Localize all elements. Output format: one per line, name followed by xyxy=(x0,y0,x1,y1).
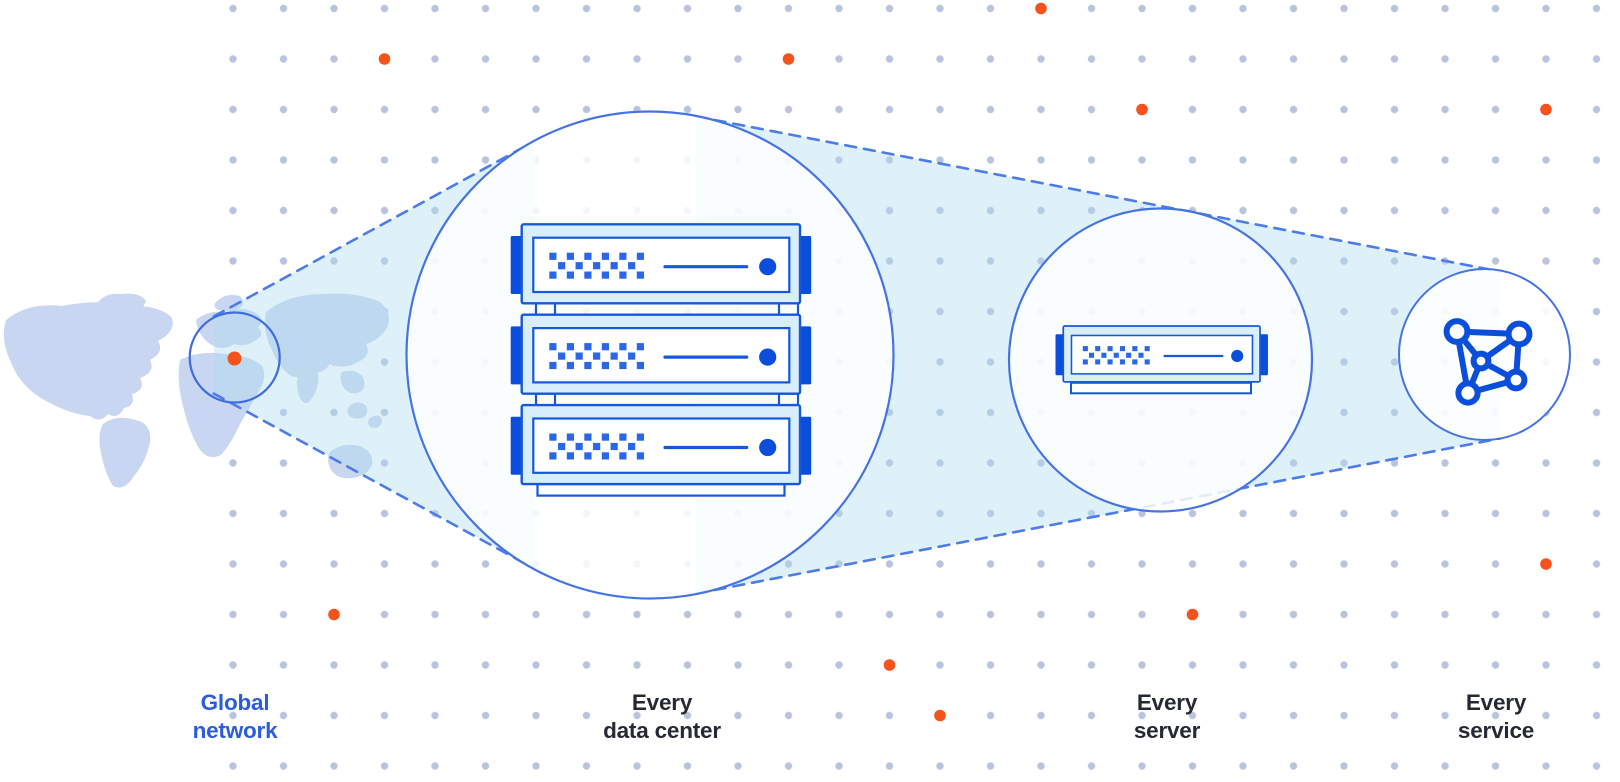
mesh-nodes xyxy=(1443,318,1533,406)
server-icon xyxy=(1056,326,1268,395)
dashed-line-bottom-left xyxy=(212,392,535,570)
server-unit-3 xyxy=(511,405,812,484)
server-unit-single xyxy=(1056,326,1268,382)
label-every-data-center: Every data center xyxy=(603,689,721,744)
orange-dot xyxy=(1035,2,1047,15)
server-tray xyxy=(1070,381,1252,395)
dashed-line-top-left xyxy=(212,140,535,318)
dashed-line-top-right xyxy=(694,115,1502,273)
label-global-network-line1: Global xyxy=(200,690,270,715)
server-unit-1 xyxy=(511,224,812,303)
label-every-server-line1: Every xyxy=(1136,690,1198,715)
orange-dot xyxy=(1540,103,1552,116)
orange-dot xyxy=(1540,558,1552,570)
zoom-dashed-lines xyxy=(212,115,1502,595)
orange-dot xyxy=(883,659,896,671)
label-every-data-center-line1: Every xyxy=(631,690,693,715)
label-every-data-center-line2: data center xyxy=(603,717,721,743)
label-global-network-line2: network xyxy=(192,717,278,743)
label-global-network: Global network xyxy=(193,689,278,744)
orange-dot xyxy=(782,53,795,65)
orange-dot xyxy=(934,709,946,722)
label-every-server-line2: server xyxy=(1133,717,1201,743)
label-every-server: Every server xyxy=(1133,689,1201,744)
orange-dot xyxy=(227,351,242,366)
map-highlight-circle xyxy=(188,311,281,404)
network-mesh-icon xyxy=(1443,318,1533,406)
label-every-service-line1: Every xyxy=(1465,690,1527,715)
server-unit-2 xyxy=(511,315,812,394)
label-every-service: Every service xyxy=(1458,689,1534,744)
dashed-line-bottom-right xyxy=(694,437,1502,595)
orange-accent-dots xyxy=(227,2,1552,722)
orange-dot xyxy=(1186,608,1199,621)
orange-dot xyxy=(328,608,340,621)
label-every-service-line2: service xyxy=(1457,717,1535,743)
orange-dot xyxy=(1136,103,1148,116)
server-rack-icon xyxy=(511,224,812,497)
orange-dot xyxy=(378,53,391,65)
